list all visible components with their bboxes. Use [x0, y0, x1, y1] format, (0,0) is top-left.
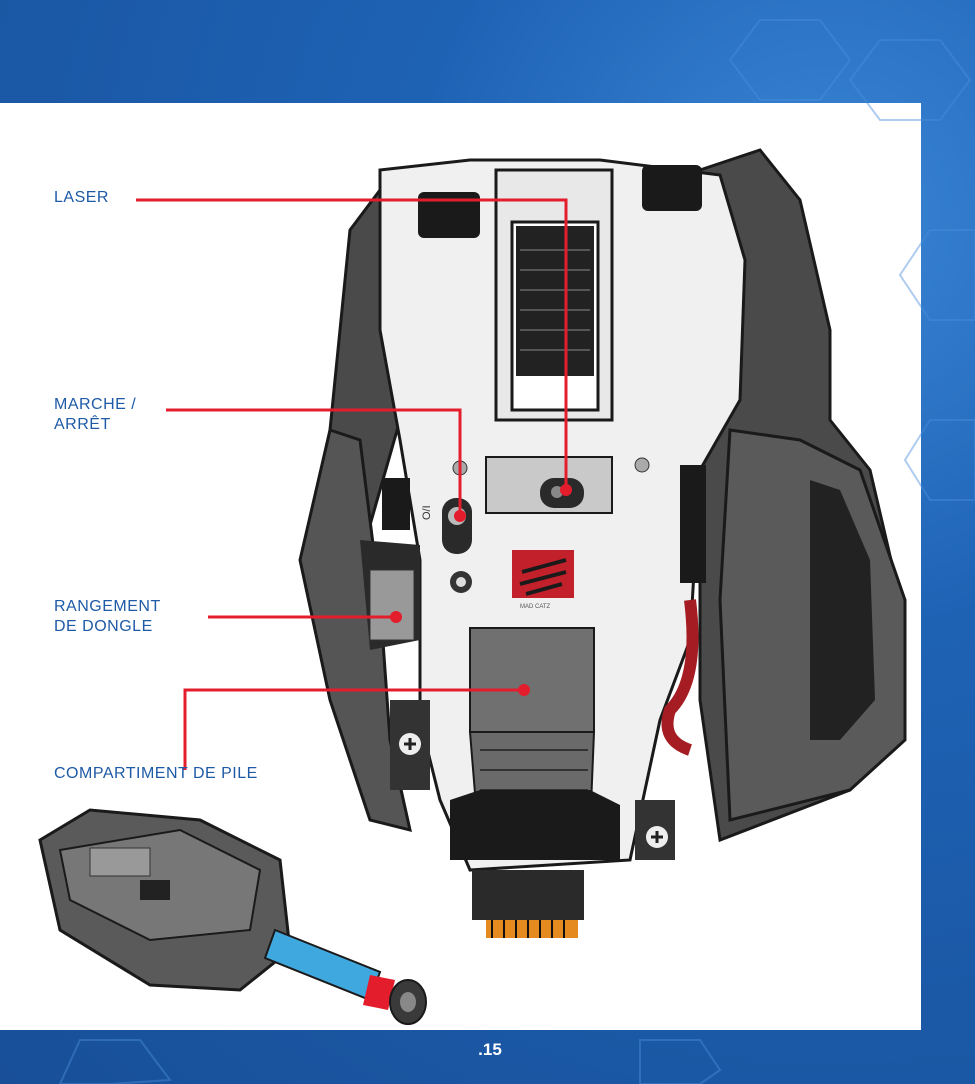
label-laser: LASER: [54, 188, 109, 208]
label-dongle: RANGEMENT DE DONGLE: [54, 597, 161, 637]
switch-marking: O/I: [421, 505, 433, 520]
mouse-bottom-view: [300, 150, 905, 938]
battery-insertion-illustration: [40, 810, 426, 1024]
label-battery: COMPARTIMENT DE PILE: [54, 764, 258, 784]
page-number: .15: [470, 1040, 510, 1060]
logo-text: MAD CATZ: [520, 604, 551, 610]
label-power: MARCHE / ARRÊT: [54, 395, 136, 435]
battery-icon: [265, 930, 380, 1000]
